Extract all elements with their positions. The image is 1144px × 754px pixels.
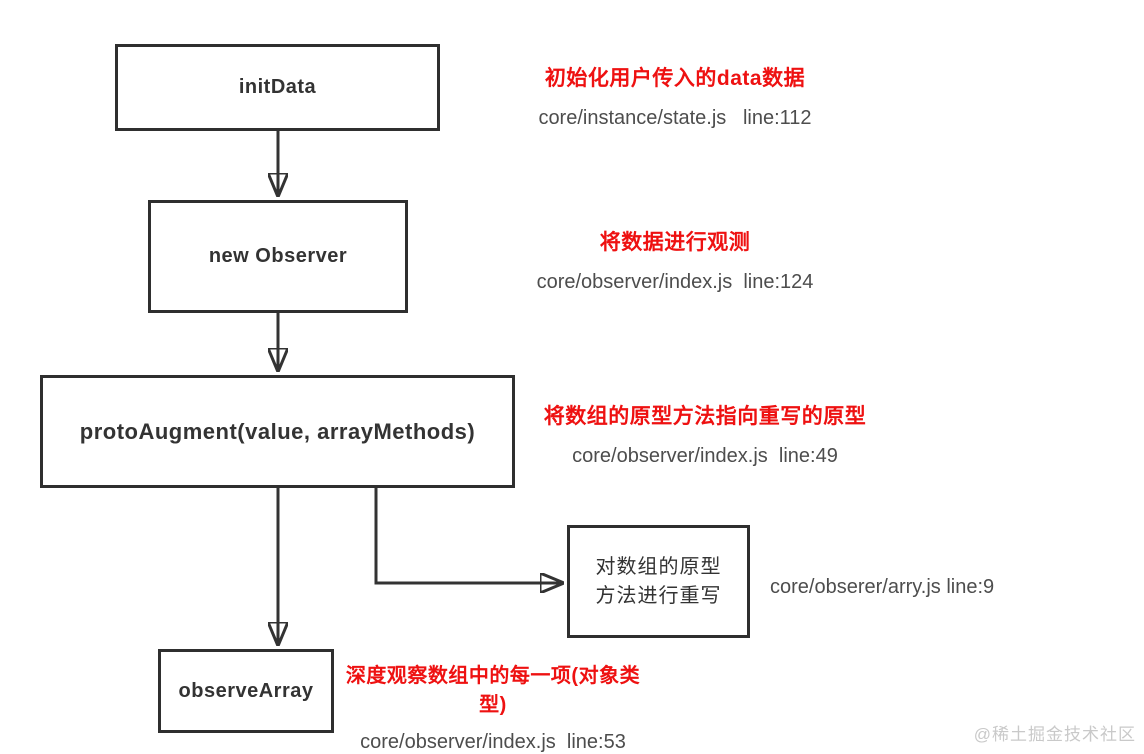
annotation-new-observer: 将数据进行观测 core/observer/index.js line:124 [480, 226, 870, 294]
annotation-rewrite-array-proto: core/obserer/arry.js line:9 [770, 576, 994, 599]
annotation-protoaugment-source: core/observer/index.js line:49 [572, 445, 838, 467]
annotation-new-observer-title: 将数据进行观测 [599, 231, 751, 254]
node-initdata-label: initData [238, 76, 317, 98]
node-rewrite-array-proto-label: 对数组的原型 方法进行重写 [595, 555, 722, 607]
arrow-protoaugment-to-rewritebox [374, 488, 563, 583]
node-observearray: observeArray [158, 649, 334, 733]
annotation-new-observer-source: core/observer/index.js line:124 [536, 271, 814, 293]
annotation-protoaugment: 将数组的原型方法指向重写的原型 core/observer/index.js l… [520, 400, 890, 468]
node-new-observer-label: new Observer [208, 245, 348, 267]
annotation-initdata: 初始化用户传入的data数据 core/instance/state.js li… [480, 62, 870, 130]
node-rewrite-array-proto: 对数组的原型 方法进行重写 [567, 525, 750, 638]
annotation-protoaugment-title: 将数组的原型方法指向重写的原型 [543, 405, 867, 428]
node-observearray-label: observeArray [178, 679, 314, 702]
node-initdata: initData [115, 44, 440, 131]
node-protoaugment-label: protoAugment(value, arrayMethods) [79, 418, 476, 444]
annotation-observearray-source: core/observer/index.js line:53 [360, 731, 626, 753]
node-new-observer: new Observer [148, 200, 408, 313]
annotation-observearray: 深度观察数组中的每一项(对象类型) core/observer/index.js… [333, 659, 653, 754]
annotation-rewrite-array-proto-source: core/obserer/arry.js line:9 [770, 576, 995, 598]
watermark: @稀土掘金技术社区 [973, 725, 1136, 744]
annotation-initdata-source: core/instance/state.js line:112 [538, 107, 812, 129]
node-protoaugment: protoAugment(value, arrayMethods) [40, 375, 515, 488]
annotation-observearray-title: 深度观察数组中的每一项(对象类型) [345, 665, 641, 716]
annotation-initdata-title: 初始化用户传入的data数据 [544, 67, 806, 90]
